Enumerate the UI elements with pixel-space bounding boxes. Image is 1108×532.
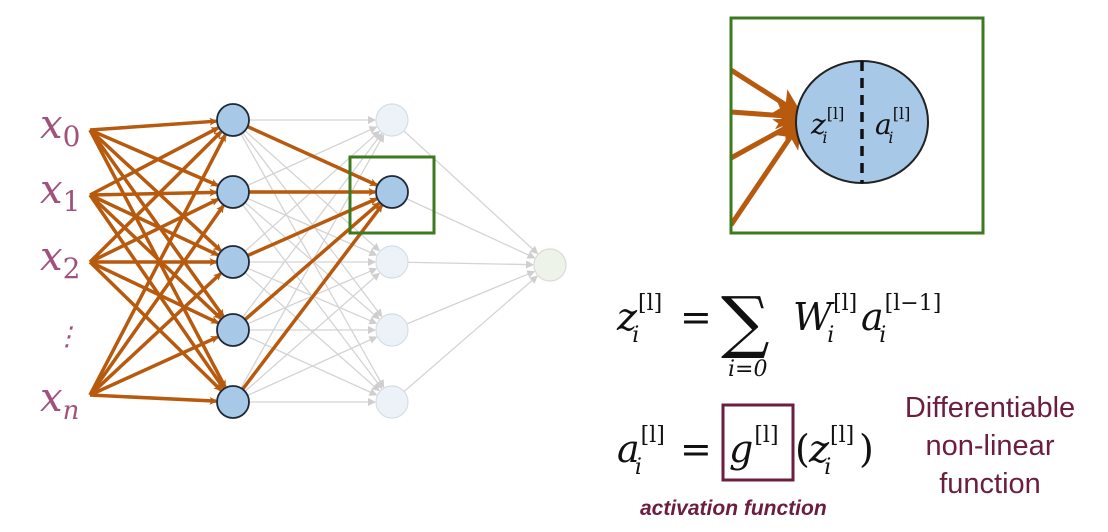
eq1-activation-prev: a[l−1]i xyxy=(861,291,941,348)
hidden-node-layer-1 xyxy=(216,245,250,279)
weighted-sum-equation: z[l]i = ∑ i=0 W[l]i a[l−1]i xyxy=(616,283,941,382)
eq1-weight: W[l]i xyxy=(793,291,857,348)
sum-symbol: ∑ xyxy=(721,283,770,362)
neuron-a-label: a[l]i xyxy=(875,104,910,147)
neuron-z-label: z[l]i xyxy=(810,104,844,147)
eq2-paren-close: ) xyxy=(859,427,874,471)
hidden-node-layer-1 xyxy=(216,313,250,347)
input-label-2: x2 xyxy=(40,234,80,285)
active-edge xyxy=(89,128,219,187)
hidden-node-layer-1 xyxy=(216,175,250,209)
active-edge xyxy=(88,128,225,318)
faded-edge xyxy=(232,133,385,403)
faded-edge xyxy=(391,275,538,403)
faded-edge xyxy=(232,191,380,320)
eq2-lhs: a[l]i xyxy=(617,423,665,480)
faded-edge xyxy=(232,329,378,396)
hidden-node-layer-1 xyxy=(216,385,250,419)
faded-edge xyxy=(391,260,535,269)
active-edge xyxy=(88,260,223,392)
network-nodes xyxy=(216,103,567,419)
input-label-ellipsis: ⋮ xyxy=(54,322,80,352)
active-edge xyxy=(88,128,222,252)
faded-edge xyxy=(232,261,378,325)
hidden-node-layer-2 xyxy=(375,313,409,347)
input-labels: x0 x1 x2 ⋮ xn xyxy=(40,102,80,426)
note-line-1: Differentiable xyxy=(905,392,1075,424)
hidden-node-layer-2 xyxy=(375,245,409,279)
input-label-n: xn xyxy=(40,375,79,426)
zoom-arrows xyxy=(731,67,804,227)
eq2-z: z[l]i xyxy=(808,423,854,480)
active-edge xyxy=(88,133,227,396)
hidden-node-layer-2 xyxy=(375,385,409,419)
faded-edge xyxy=(232,272,380,403)
faded-edge xyxy=(391,270,536,331)
faded-edge xyxy=(391,191,536,259)
note-line-3: function xyxy=(939,468,1041,500)
hidden-node-layer-2 xyxy=(375,103,409,137)
hidden-node-layer-1 xyxy=(216,103,250,137)
faded-edge xyxy=(232,336,378,403)
active-edge xyxy=(89,197,220,264)
active-edge xyxy=(232,197,378,264)
output-node xyxy=(533,248,567,282)
input-label-1: x1 xyxy=(40,167,80,218)
active-edge xyxy=(89,335,219,397)
active-edge xyxy=(89,393,218,405)
faded-edge xyxy=(232,261,380,392)
eq2-g: g[l] xyxy=(729,423,779,471)
active-edge xyxy=(89,260,220,325)
faded-edge xyxy=(232,119,385,389)
activation-function-label: activation function xyxy=(640,497,827,520)
eq1-lhs: z[l]i xyxy=(616,291,662,348)
differentiable-note: Differentiable non-linear function xyxy=(905,392,1075,500)
active-edge xyxy=(88,204,225,397)
eq2-paren-open: ( xyxy=(795,427,810,471)
active-edge xyxy=(232,118,378,187)
active-edge xyxy=(88,272,222,397)
selected-neuron xyxy=(375,175,409,209)
faded-edge xyxy=(232,267,378,331)
active-edge xyxy=(88,193,222,320)
faded-connections xyxy=(232,116,539,406)
active-edge xyxy=(88,130,223,264)
faded-edge xyxy=(232,119,381,252)
note-line-2: non-linear xyxy=(926,430,1055,462)
eq1-equals: = xyxy=(680,295,712,339)
selected-neuron-box xyxy=(348,155,436,235)
active-edge xyxy=(231,204,384,404)
activation-function-box xyxy=(721,403,795,482)
active-edge xyxy=(89,117,218,132)
zoom-panel: z[l]i a[l]i xyxy=(729,16,985,235)
active-edge xyxy=(88,194,225,390)
eq2-equals: = xyxy=(680,427,712,471)
faded-edge xyxy=(232,130,381,263)
faded-edge xyxy=(232,126,378,193)
active-edge xyxy=(231,201,381,332)
activation-equation: a[l]i = g[l] ( z[l]i ) activation functi… xyxy=(617,403,874,520)
faded-edge xyxy=(232,191,383,390)
sum-lower-limit: i=0 xyxy=(728,357,767,382)
faded-edge xyxy=(232,119,383,318)
active-edge xyxy=(89,126,220,197)
faded-edge xyxy=(232,132,383,331)
zoom-frame xyxy=(729,16,985,235)
faded-edge xyxy=(391,119,539,255)
input-label-0: x0 xyxy=(40,102,80,153)
